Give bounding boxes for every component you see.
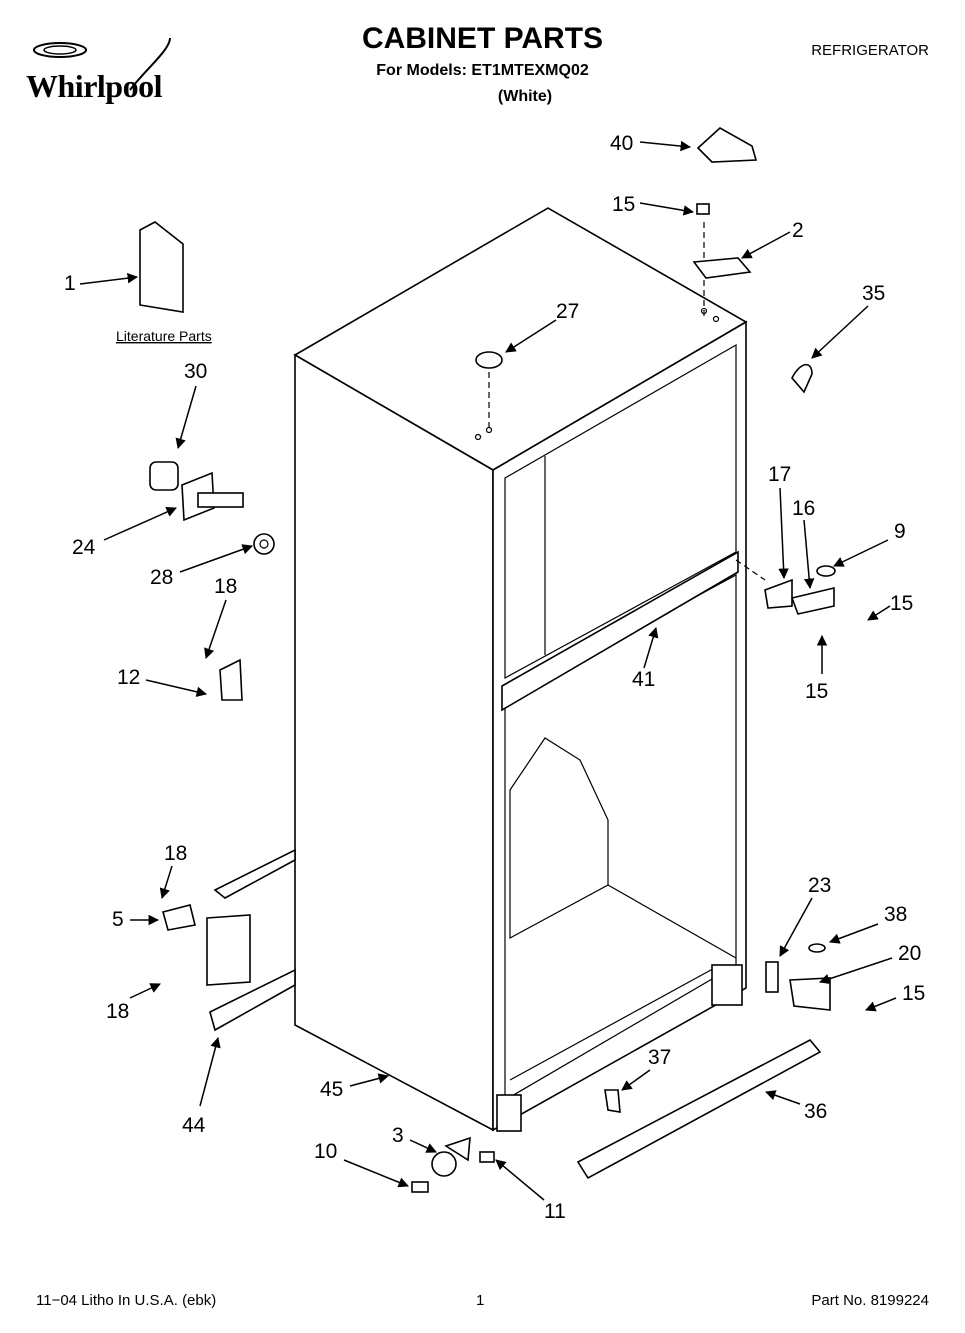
callout-24: 24 [72, 536, 96, 559]
callout-18-middle: 18 [164, 842, 187, 865]
part-10-screw [411, 1181, 429, 1193]
leader-arrows [79, 140, 897, 1201]
callout-15-right: 15 [890, 592, 913, 615]
brand-logo: Whirlpool [10, 30, 210, 104]
callout-18-lower: 18 [106, 1000, 129, 1023]
callout-1: 1 [64, 272, 76, 295]
brand-name: Whirlpool [26, 68, 162, 104]
callout-15-top: 15 [612, 193, 635, 216]
brand-swoosh-icon [33, 37, 171, 91]
part-11-screw [479, 1151, 495, 1163]
part-27-plug [475, 351, 503, 428]
callout-28: 28 [150, 566, 173, 589]
part-3-roller [431, 1136, 471, 1177]
callout-20: 20 [898, 942, 921, 965]
callout-10: 10 [314, 1140, 337, 1163]
part-lower-right-hinge [765, 943, 831, 1011]
page-title: CABINET PARTS [361, 22, 604, 55]
callout-35: 35 [862, 282, 885, 305]
callout-5: 5 [112, 908, 124, 931]
callout-15-bottom: 15 [902, 982, 925, 1005]
part-17-16-9-brackets [735, 559, 836, 615]
part-40 [696, 127, 758, 163]
footer-print-info: 11−04 Litho In U.S.A. (ebk) [36, 1292, 217, 1309]
callout-9: 9 [894, 520, 906, 543]
models-line: For Models: ET1MTEXMQ02 [376, 62, 589, 79]
footer-page-number: 1 [476, 1292, 485, 1309]
part-2-hinge [692, 222, 752, 316]
part-left-hinge-assembly [162, 848, 296, 1032]
callout-40: 40 [610, 132, 633, 155]
callout-36: 36 [804, 1100, 827, 1123]
callout-15-middle: 15 [805, 680, 828, 703]
callout-11: 11 [544, 1200, 566, 1223]
part-30 [149, 461, 179, 491]
callout-17: 17 [768, 463, 791, 486]
callout-23: 23 [808, 874, 831, 897]
callout-45: 45 [320, 1078, 343, 1101]
callout-2: 2 [792, 219, 804, 242]
appliance-type: REFRIGERATOR [811, 42, 929, 59]
callout-18-upper: 18 [214, 575, 237, 598]
literature-parts-label: Literature Parts [116, 328, 212, 344]
callout-37: 37 [648, 1046, 671, 1069]
part-35 [791, 363, 813, 394]
part-28-grommet [253, 533, 275, 555]
part-24 [181, 471, 244, 522]
callout-12: 12 [117, 666, 140, 689]
callout-16: 16 [792, 497, 815, 520]
callout-30: 30 [184, 360, 207, 383]
callout-44: 44 [182, 1114, 206, 1137]
footer-part-number: Part No. 8199224 [811, 1292, 929, 1309]
cabinet-body [293, 207, 748, 1132]
callout-41: 41 [632, 668, 655, 691]
callout-3: 3 [392, 1124, 404, 1147]
part-literature [139, 221, 184, 313]
part-37-clip [604, 1089, 621, 1113]
callout-27: 27 [556, 300, 579, 323]
callout-38: 38 [884, 903, 907, 926]
part-15-screw-top [696, 203, 710, 215]
part-36-grille [576, 1038, 822, 1180]
part-12 [219, 658, 243, 701]
color-line: (White) [497, 88, 553, 105]
